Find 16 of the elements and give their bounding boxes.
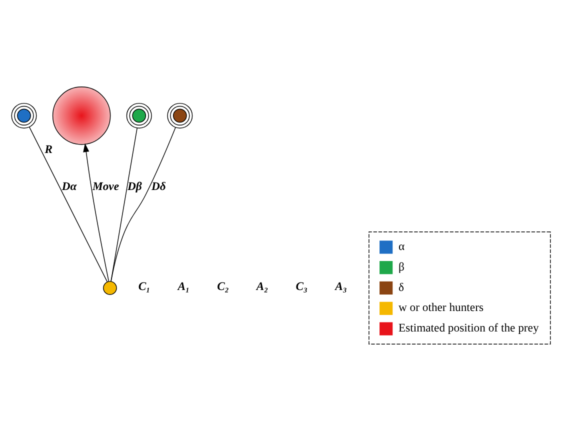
legend-label: β — [398, 260, 404, 274]
legend-label: w or other hunters — [398, 301, 484, 314]
label: C₂ — [217, 280, 229, 294]
edge-label: Move — [92, 180, 120, 194]
node-label: R — [44, 143, 53, 156]
label: C₁ — [138, 280, 150, 294]
label: A₁ — [178, 280, 190, 294]
label: A₃ — [335, 280, 347, 294]
edge-label: Dβ — [127, 180, 142, 194]
legend-label: δ — [398, 280, 404, 294]
label: C₃ — [296, 280, 308, 294]
legend-label: Estimated position of the prey — [398, 322, 539, 335]
label: A₂ — [256, 280, 268, 294]
edge-label: Dδ — [152, 180, 166, 194]
edge-label: Dα — [62, 180, 77, 194]
legend-label: α — [398, 240, 405, 253]
